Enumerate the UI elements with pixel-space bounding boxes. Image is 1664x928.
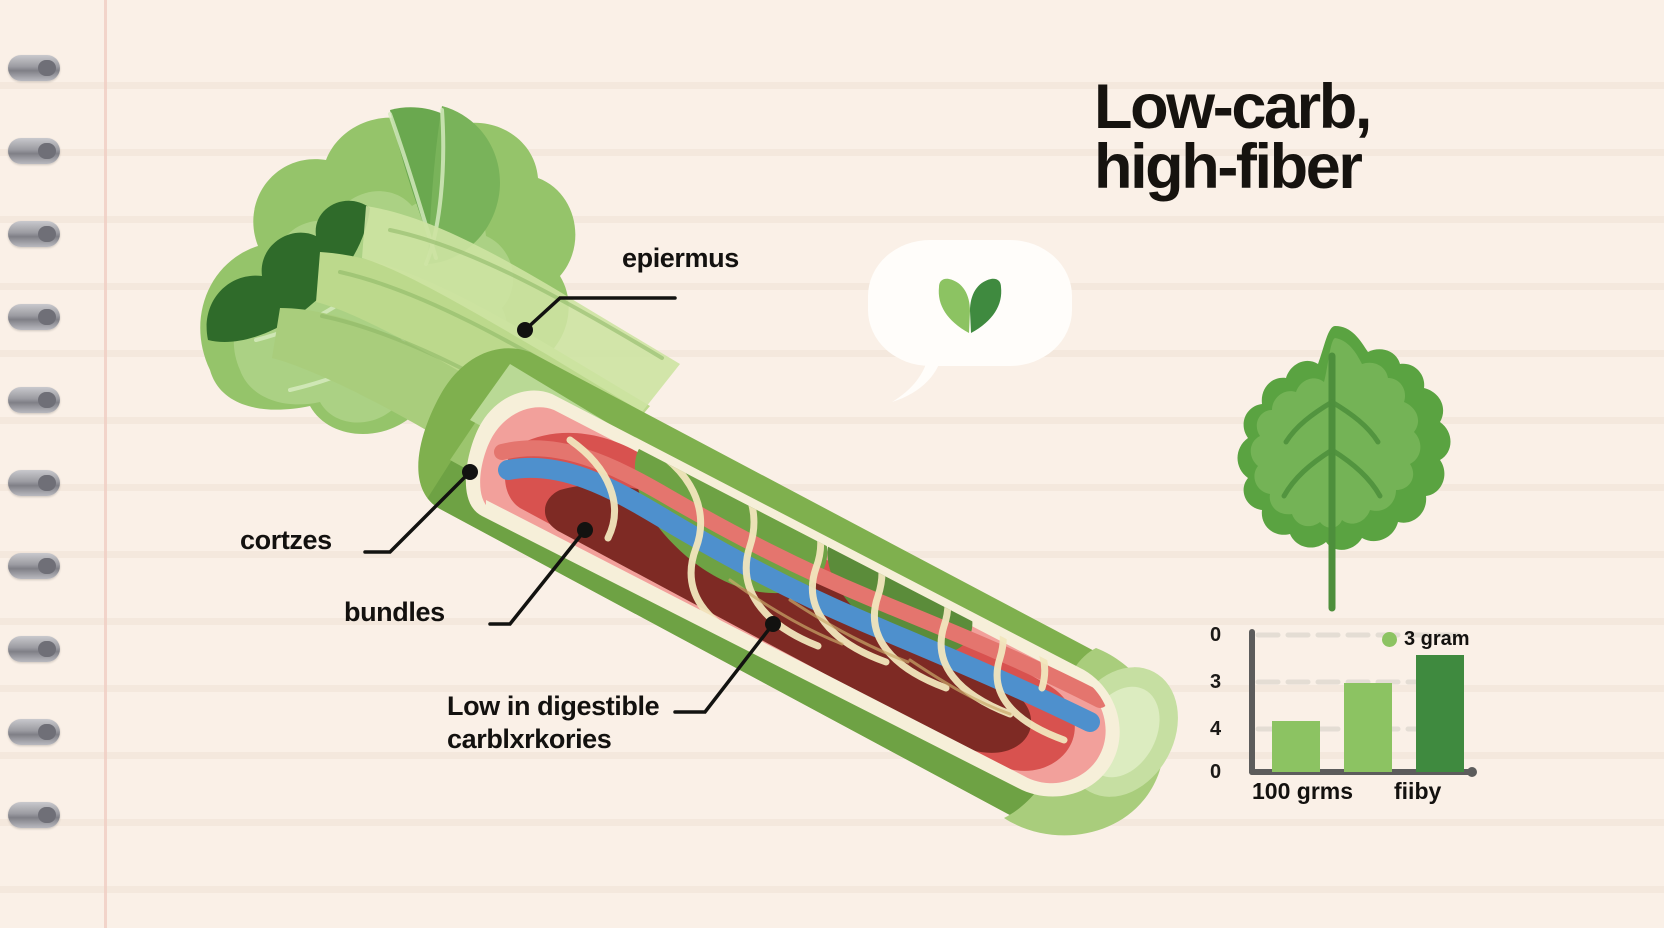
chart-legend-swatch	[1382, 632, 1397, 647]
label-epidermis: epiermus	[622, 243, 739, 273]
chart-ytick-0: 0	[1210, 624, 1222, 646]
spiral-ring	[8, 636, 60, 662]
page-title: Low-carb, high-fiber	[1094, 72, 1574, 202]
leaf-icon	[1210, 318, 1460, 618]
chart-bar-2	[1344, 683, 1392, 772]
speech-bubble-tail	[884, 340, 950, 406]
notebook-rule-line	[0, 417, 1664, 424]
notebook-rule-line	[0, 216, 1664, 223]
chart-bar-1	[1272, 721, 1320, 772]
label-cortex: cortzes	[240, 525, 332, 555]
spiral-binding	[0, 0, 104, 928]
spiral-ring	[8, 138, 60, 164]
chart-bar-3	[1416, 655, 1464, 772]
spiral-ring	[8, 221, 60, 247]
celery-cross-section	[465, 390, 1120, 797]
chart-plot-area	[1249, 629, 1477, 777]
notebook-rule-line	[0, 350, 1664, 357]
leader-lines	[363, 296, 781, 714]
spiral-ring	[8, 802, 60, 828]
spiral-ring	[8, 55, 60, 81]
chart-legend-label: 3 gram	[1404, 628, 1470, 650]
page-title-line1: Low-carb,	[1094, 72, 1372, 142]
chart-xtick-1: fiiby	[1394, 778, 1442, 804]
margin-line	[104, 0, 107, 928]
chart-ytick-3: 0	[1210, 761, 1222, 783]
celery-illustration	[90, 40, 1220, 840]
notebook-rule-line	[0, 752, 1664, 759]
page-title-line2: high-fiber	[1094, 131, 1363, 202]
nutrition-bar-chart: 0 3 4 0 100 grms fiiby 3 gram	[1210, 620, 1490, 804]
spiral-ring	[8, 387, 60, 413]
label-low-carb-note: Low in digestible carblxrkories	[447, 690, 660, 756]
spiral-ring	[8, 719, 60, 745]
notebook-rule-line	[0, 819, 1664, 826]
spiral-ring	[8, 553, 60, 579]
label-low-carb-line2: carblxrkories	[447, 724, 612, 754]
notebook-rule-line	[0, 149, 1664, 156]
notebook-rule-line	[0, 484, 1664, 491]
chart-xtick-0: 100 grms	[1252, 778, 1354, 804]
label-bundles: bundles	[344, 597, 445, 627]
spiral-ring	[8, 470, 60, 496]
notebook-rule-line	[0, 82, 1664, 89]
notebook-rule-line	[0, 283, 1664, 290]
label-low-carb-line1: Low in digestible	[447, 691, 660, 721]
sprout-leaf-icon	[929, 275, 1011, 335]
notebook-rule-line	[0, 886, 1664, 893]
spiral-ring	[8, 304, 60, 330]
chart-ytick-2: 4	[1210, 718, 1222, 740]
chart-ytick-1: 3	[1210, 671, 1222, 693]
speech-bubble	[868, 240, 1072, 366]
